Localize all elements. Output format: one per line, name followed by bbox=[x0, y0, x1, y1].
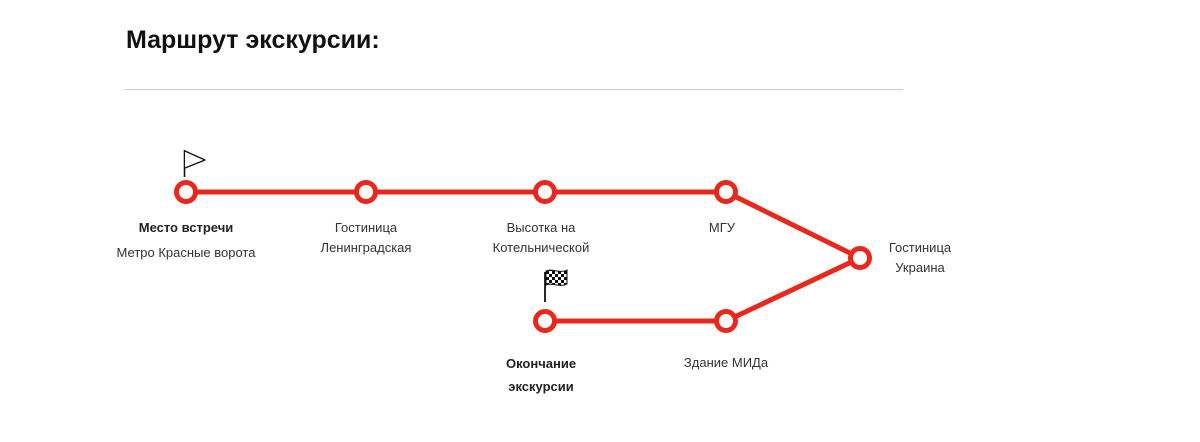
divider bbox=[124, 89, 903, 90]
finish-flag-icon bbox=[544, 269, 568, 302]
stop-marker-mgu bbox=[714, 180, 738, 204]
route-line-segment bbox=[723, 189, 863, 261]
stop-title-leningrad: Гостиница Ленинградская bbox=[320, 220, 412, 255]
stop-marker-mid bbox=[714, 309, 738, 333]
route-stops bbox=[174, 180, 872, 333]
stop-marker-kotel bbox=[533, 180, 557, 204]
stop-title-mgu: МГУ bbox=[708, 220, 736, 235]
stop-marker-leningrad bbox=[354, 180, 378, 204]
stop-marker-end bbox=[533, 309, 557, 333]
stop-title-mid: Здание МИДа bbox=[683, 355, 769, 370]
stop-title-kotel: Высотка на Котельнической bbox=[492, 220, 590, 255]
route-line-segment bbox=[723, 255, 863, 324]
page-title: Маршрут экскурсии: bbox=[126, 26, 380, 54]
stop-subtitle-meeting: Метро Красные ворота bbox=[116, 245, 256, 260]
stop-title-end: Окончание экскурсии bbox=[505, 356, 577, 394]
start-flag-icon bbox=[183, 150, 206, 177]
stop-title-meeting: Место встречи bbox=[138, 220, 234, 235]
stop-marker-meeting bbox=[174, 180, 198, 204]
route-lines bbox=[183, 189, 863, 324]
stop-title-ukraina: Гостиница Украина bbox=[888, 240, 952, 275]
stop-marker-ukraina bbox=[848, 246, 872, 270]
